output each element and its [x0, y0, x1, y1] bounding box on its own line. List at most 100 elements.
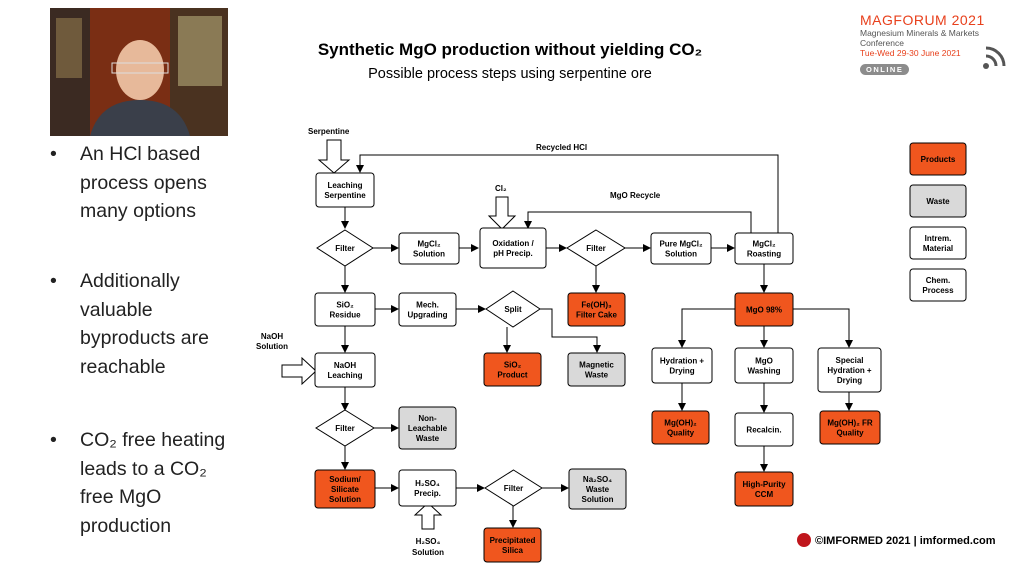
mgoh2-fr-label: Quality: [836, 429, 864, 438]
leaching-serpentine-label: Serpentine: [324, 191, 366, 200]
bullet-line: leads to a CO₂: [80, 457, 207, 480]
legend-products: Products: [909, 142, 967, 176]
mgo-washing-label: Washing: [747, 367, 780, 376]
mgo98-label: MgO 98%: [746, 306, 782, 315]
feoh3-shape: [567, 292, 626, 327]
hydration-drying-shape: [651, 347, 713, 384]
label-serpentine: Serpentine: [308, 127, 350, 136]
non-leachable-shape: [398, 406, 457, 450]
pure-mgcl2-shape: [650, 232, 712, 265]
node-oxidation: Oxidation /pH Precip.: [479, 227, 547, 269]
bullet-line: CO₂ free heating: [80, 429, 226, 451]
logo-subtitle: Magnesium Minerals & Markets Conference: [860, 28, 980, 48]
products-label: Products: [921, 155, 956, 164]
sodium-silicate-label: Silicate: [331, 485, 360, 494]
node-mgo98: MgO 98%: [734, 292, 794, 327]
oxidation-label: Oxidation /: [492, 239, 534, 248]
special-hydration-label: Hydration +: [827, 366, 872, 375]
bullet-item: • CO₂ free heating leads to a CO₂ free M…: [50, 426, 250, 544]
pure-mgcl2-label: Pure MgCl₂: [659, 240, 703, 249]
sio2-residue-label: Residue: [329, 311, 361, 320]
sodium-silicate-label: Sodium/: [329, 475, 361, 484]
mgcl2-solution-label: Solution: [413, 250, 445, 259]
conference-logo: MAGFORUM 2021 Magnesium Minerals & Marke…: [860, 12, 1010, 75]
magnetic-waste-label: Waste: [585, 371, 609, 380]
bullet-dot: •: [50, 270, 57, 292]
sio2-residue-shape: [314, 292, 376, 327]
special-hydration-label: Special: [835, 356, 863, 365]
bullet-dot: •: [50, 143, 57, 165]
products-shape: [909, 142, 967, 176]
chem-process-label: Chem.: [926, 276, 950, 285]
non-leachable-label: Waste: [416, 434, 440, 443]
bullet-line: production: [80, 514, 172, 537]
h2so4-precip-label: H₂SO₄: [415, 479, 440, 488]
chem-process-shape: [909, 268, 967, 302]
mgcl2-roasting-label: MgCl₂: [752, 240, 776, 249]
bullet-item: • Additionally valuable byproducts are r…: [50, 267, 250, 385]
naoh-leaching-shape: [314, 352, 376, 388]
online-badge: ONLINE: [860, 64, 910, 75]
h2so4-input-arrow-icon: [413, 502, 443, 530]
leaching-serpentine-label: Leaching: [327, 181, 362, 190]
bullet-line: process opens: [80, 171, 207, 194]
node-recalcin: Recalcin.: [734, 412, 794, 447]
naoh-input-arrow-icon: [281, 356, 317, 386]
intermediate-label: Material: [923, 244, 953, 253]
filter3-shape: [315, 409, 375, 447]
sodium-silicate-shape: [314, 469, 376, 509]
label-h2so4-solution: Solution: [412, 548, 444, 557]
feoh3-label: Filter Cake: [576, 311, 617, 320]
feoh3-label: Fe(OH)₃: [581, 301, 612, 310]
label-cl2: Cl₂: [495, 184, 507, 193]
node-filter2: Filter: [566, 229, 626, 267]
high-purity-ccm-shape: [734, 471, 794, 507]
broadcast-icon: [983, 46, 1006, 69]
sodium-silicate-label: Solution: [329, 495, 361, 504]
special-hydration-label: Drying: [837, 376, 862, 385]
mgcl2-roasting-shape: [734, 232, 794, 265]
pure-mgcl2-label: Solution: [665, 250, 697, 259]
cl2-input-arrow-icon: [487, 196, 517, 230]
waste-label: Waste: [926, 197, 950, 206]
recalcin-label: Recalcin.: [746, 426, 781, 435]
filter3-label: Filter: [335, 424, 355, 433]
chem-process-label: Process: [922, 286, 954, 295]
naoh-leaching-label: NaOH: [334, 361, 356, 370]
mech-upgrading-shape: [398, 292, 457, 327]
mgo-washing-label: MgO: [755, 357, 773, 366]
waste-shape: [909, 184, 967, 218]
bullet-item: • An HCl based process opens many option…: [50, 140, 250, 230]
recalcin-shape: [734, 412, 794, 447]
non-leachable-label: Leachable: [408, 424, 448, 433]
bullet-line: An HCl based: [80, 143, 201, 165]
mgo98-shape: [734, 292, 794, 327]
mgcl2-solution-shape: [398, 232, 460, 265]
intermediate-label: Intrem.: [925, 234, 952, 243]
label-naoh-solution: Solution: [256, 342, 288, 351]
mgoh2-fr-shape: [819, 410, 881, 445]
bullet-line: reachable: [80, 355, 166, 378]
magnetic-waste-shape: [567, 352, 626, 387]
na2so4-waste-shape: [568, 468, 627, 510]
node-filter3: Filter: [315, 409, 375, 447]
mgoh2-quality-label: Quality: [667, 429, 695, 438]
filter2-label: Filter: [586, 244, 606, 253]
mgoh2-quality-label: Mg(OH)₂: [664, 419, 697, 428]
node-split: Split: [485, 290, 541, 328]
filter4-shape: [484, 469, 543, 507]
filter4-label: Filter: [504, 484, 524, 493]
